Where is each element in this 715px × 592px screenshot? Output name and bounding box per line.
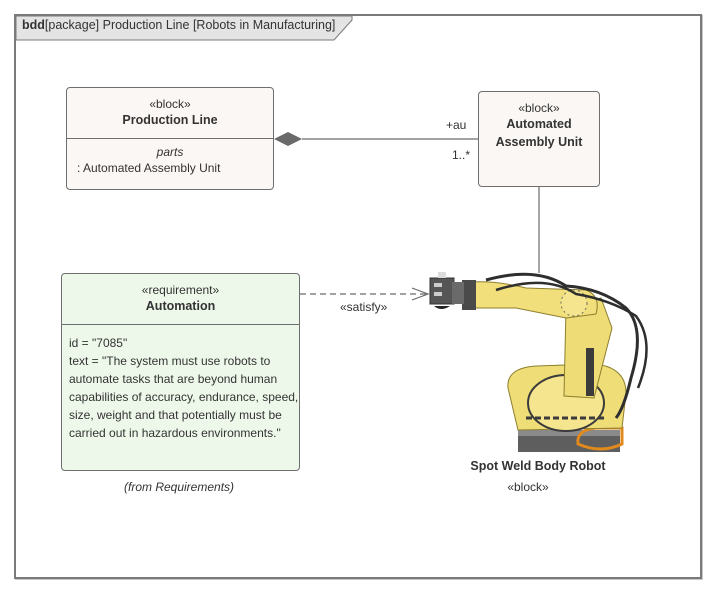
industrial-robot-arm-icon[interactable] <box>426 268 656 458</box>
block-automated-assembly-unit[interactable]: «block» Automated Assembly Unit <box>478 91 600 187</box>
compartment-title: parts <box>156 145 184 159</box>
robot-block-stereotype: «block» <box>507 480 549 494</box>
requirement-properties: id = "7085" text = "The system must use … <box>62 324 299 442</box>
satisfy-label: «satisfy» <box>340 300 388 314</box>
robot-block-name: Spot Weld Body Robot <box>470 459 606 473</box>
block-name-line1: Automated <box>506 117 572 131</box>
requirement-text-line: carried out in hazardous environments." <box>69 426 281 440</box>
block-name: Production Line <box>122 113 218 127</box>
block-stereotype: «block» <box>518 101 560 115</box>
requirement-automation[interactable]: «requirement» Automation id = "7085" tex… <box>61 273 300 471</box>
frame-title: bdd[package] Production Line [Robots in … <box>22 18 335 32</box>
composition-multiplicity: 1..* <box>452 148 471 162</box>
requirement-text-line: capabilities of accuracy, endurance, spe… <box>69 390 299 404</box>
composition-role: +au <box>446 118 467 132</box>
block-stereotype: «block» <box>149 97 191 111</box>
part-item: : Automated Assembly Unit <box>77 161 221 175</box>
requirement-name: Automation <box>145 299 216 313</box>
requirement-text-line: size, weight and that potentially must b… <box>69 408 282 422</box>
block-production-line[interactable]: «block» Production Line parts : Automate… <box>66 87 274 190</box>
requirement-id: id = "7085" <box>69 336 128 350</box>
requirement-text-line: automate tasks that are beyond human <box>69 372 278 386</box>
requirement-origin: (from Requirements) <box>124 480 235 494</box>
requirement-stereotype: «requirement» <box>141 283 220 297</box>
parts-compartment: parts : Automated Assembly Unit <box>67 138 273 175</box>
satisfy-arrowhead-icon <box>411 287 430 301</box>
frame-title-text: [package] Production Line [Robots in Man… <box>44 18 336 32</box>
block-name-line2: Assembly Unit <box>495 135 583 149</box>
frame-kind: bdd <box>22 18 45 32</box>
composition-diamond-icon <box>274 132 302 146</box>
requirement-text-line: text = "The system must use robots to <box>69 354 271 368</box>
